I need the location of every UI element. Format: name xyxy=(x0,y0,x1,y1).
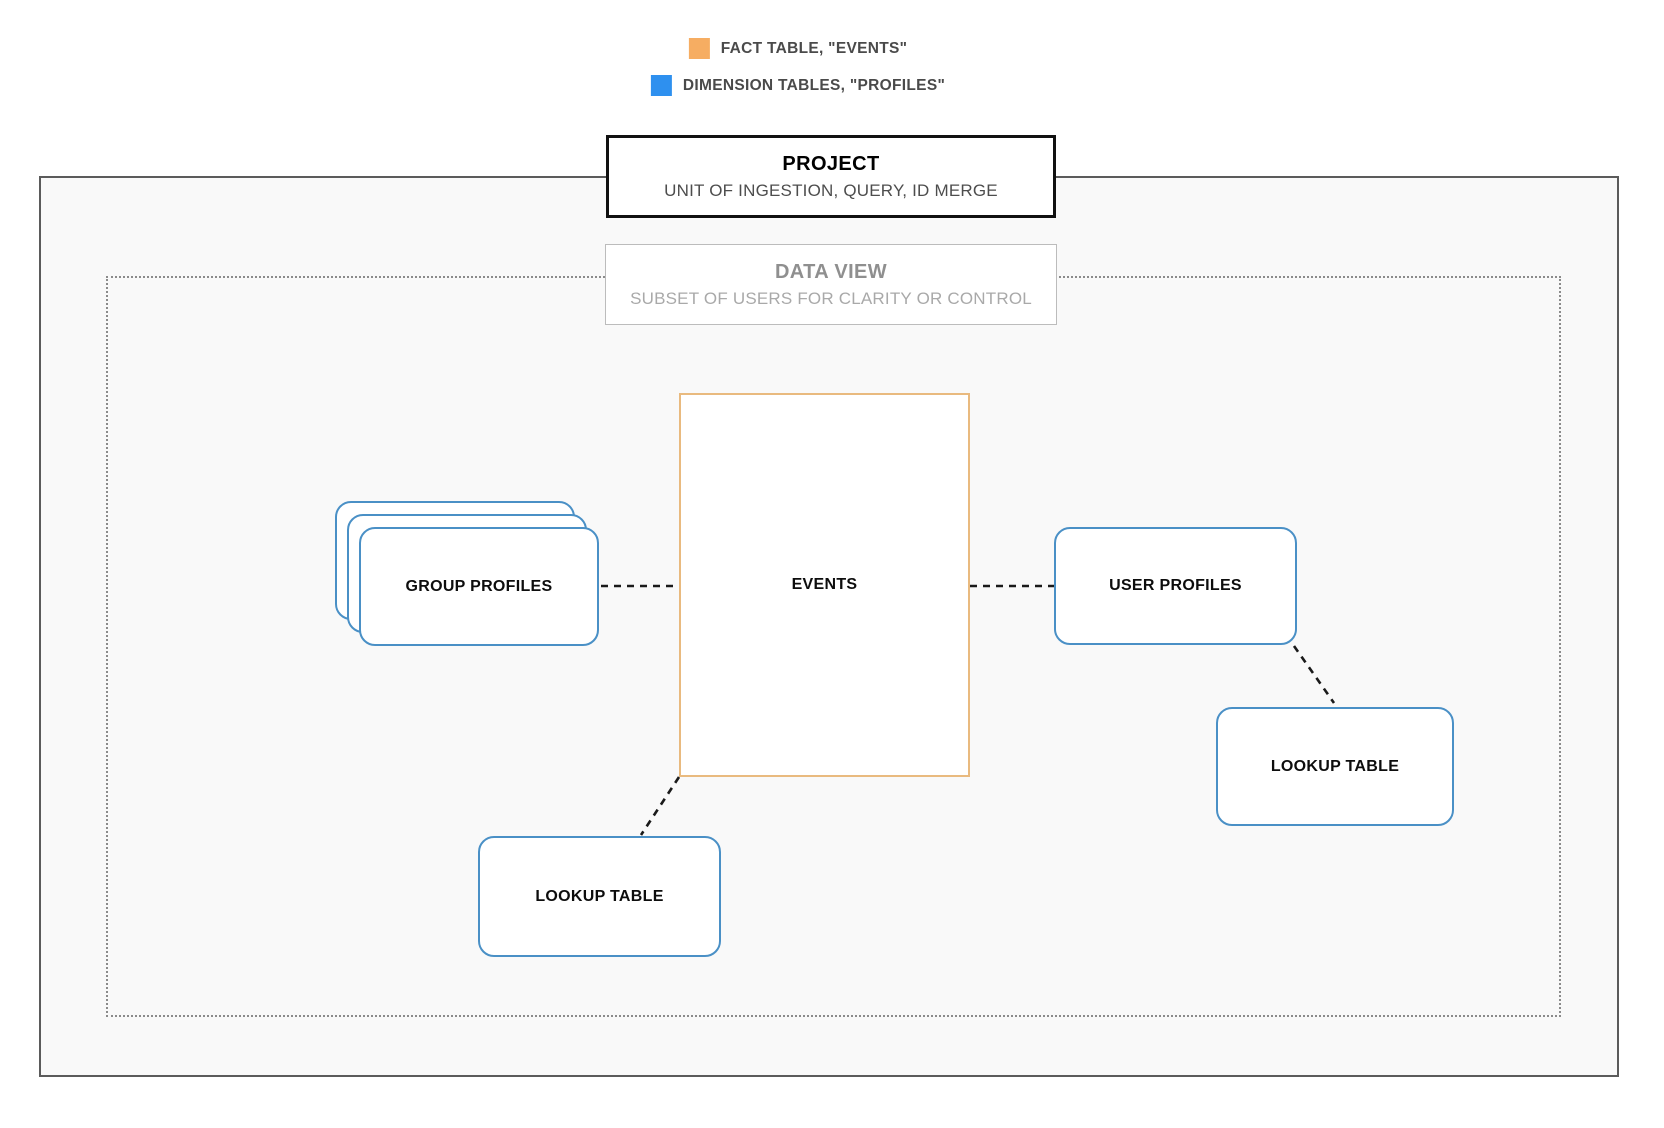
node-group-profiles-label: GROUP PROFILES xyxy=(405,577,553,595)
node-events: EVENTS xyxy=(679,393,970,777)
node-events-label: EVENTS xyxy=(791,576,858,593)
node-lookup-table-right-label: LOOKUP TABLE xyxy=(1270,757,1400,775)
node-lookup-table-bottom-label: LOOKUP TABLE xyxy=(535,887,664,905)
project-title: PROJECT xyxy=(782,152,880,175)
dimension-tables-swatch-icon xyxy=(650,75,672,96)
fact-table-swatch-icon xyxy=(688,38,710,59)
node-user-profiles-label: USER PROFILES xyxy=(1109,577,1242,594)
node-user-profiles: USER PROFILES xyxy=(1054,527,1297,645)
project-header-box: PROJECT UNIT OF INGESTION, QUERY, ID MER… xyxy=(606,135,1056,218)
data-view-title: DATA VIEW xyxy=(774,260,888,283)
node-lookup-table-bottom: LOOKUP TABLE xyxy=(478,836,721,957)
connector-events-lookup xyxy=(639,776,681,836)
legend-label-dimension-tables: DIMENSION TABLES, "PROFILES" xyxy=(682,76,946,94)
project-subtitle: UNIT OF INGESTION, QUERY, ID MERGE xyxy=(664,180,998,200)
connector-user-profiles-lookup xyxy=(1292,645,1336,704)
legend-item-fact-table: FACT TABLE, "EVENTS" xyxy=(688,38,908,59)
data-view-header-box: DATA VIEW SUBSET OF USERS FOR CLARITY OR… xyxy=(605,244,1057,325)
node-lookup-table-right: LOOKUP TABLE xyxy=(1216,707,1454,826)
legend-label-fact-table: FACT TABLE, "EVENTS" xyxy=(720,39,908,57)
data-view-subtitle: SUBSET OF USERS FOR CLARITY OR CONTROL xyxy=(630,288,1032,308)
node-group-profiles: GROUP PROFILES xyxy=(359,527,599,646)
legend-item-dimension-tables: DIMENSION TABLES, "PROFILES" xyxy=(650,75,946,96)
legend: FACT TABLE, "EVENTS" DIMENSION TABLES, "… xyxy=(650,38,946,96)
